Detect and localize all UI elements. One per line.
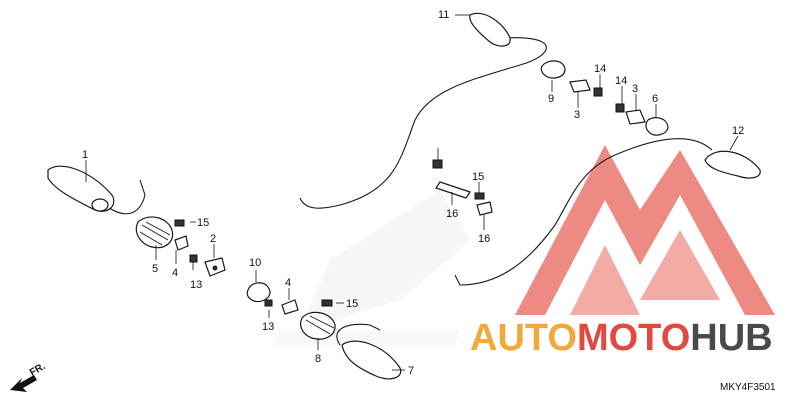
turn-signal-front-right xyxy=(341,340,402,380)
leader-lines xyxy=(85,14,739,371)
callout-15-top: 15 xyxy=(472,171,484,183)
wire-harness-1 xyxy=(104,179,146,215)
rubber-mount-8 xyxy=(300,311,336,340)
diagram-code: MKY4F3501 xyxy=(720,382,776,393)
callout-14-a: 14 xyxy=(594,63,606,75)
watermark-word-2: MOTO xyxy=(577,317,690,359)
bolt-14-a xyxy=(593,87,603,97)
callout-15-left: 15 xyxy=(197,217,209,229)
bracket-16-b xyxy=(476,201,493,216)
clip-3-a xyxy=(569,79,591,93)
callout-3-b: 3 xyxy=(632,83,638,95)
callout-4-right: 4 xyxy=(285,277,291,289)
bracket-16-a xyxy=(435,181,471,199)
screw-15-right xyxy=(321,299,333,307)
callout-13-right: 13 xyxy=(262,321,274,333)
bolt-14-b xyxy=(615,103,625,113)
callout-3-a: 3 xyxy=(574,109,580,121)
callout-14-b: 14 xyxy=(615,75,627,87)
rubber-grommet-9 xyxy=(540,60,566,79)
watermark-wordmark: AUTOMOTOHUB xyxy=(470,317,773,359)
rubber-10 xyxy=(246,282,271,303)
callout-15-right: 15 xyxy=(346,298,358,310)
watermark-triangle-logo xyxy=(515,145,775,315)
clip-4-left xyxy=(174,235,189,251)
callout-13-left: 13 xyxy=(190,279,202,291)
clip-4-right xyxy=(281,299,299,315)
bolt-top-a xyxy=(432,159,443,169)
screw-15-left xyxy=(174,219,185,227)
callout-10: 10 xyxy=(249,257,261,269)
wire-harness-12 xyxy=(454,138,713,286)
turn-signal-rear-12 xyxy=(704,150,761,179)
direction-label: FR. xyxy=(28,361,48,379)
callout-7: 7 xyxy=(408,365,414,377)
watermark-word-3: HUB xyxy=(690,317,772,359)
rubber-6 xyxy=(645,117,669,136)
cover-2 xyxy=(204,257,226,277)
callout-6: 6 xyxy=(652,93,658,105)
callout-11: 11 xyxy=(438,9,449,21)
callout-1: 1 xyxy=(82,149,88,161)
wire-harness-7 xyxy=(336,323,381,346)
bolt-13-left xyxy=(189,254,198,270)
wire-harness-11 xyxy=(299,37,547,209)
rubber-mount-5 xyxy=(135,216,174,249)
callout-5: 5 xyxy=(152,263,158,275)
bolt-13-right xyxy=(264,299,273,307)
callout-8: 8 xyxy=(315,353,321,365)
callout-9: 9 xyxy=(548,93,554,105)
callout-16-a: 16 xyxy=(446,208,458,220)
callout-12: 12 xyxy=(732,125,744,137)
bolt-15-right xyxy=(474,192,485,200)
watermark-auto: AUTOMOTOHUB xyxy=(470,317,773,359)
turn-signal-rear-11 xyxy=(469,12,511,47)
callout-16-b: 16 xyxy=(478,233,490,245)
watermark-word-1: AUTO xyxy=(470,317,577,359)
callout-2: 2 xyxy=(210,233,216,245)
callout-labels: 1 2 3 3 4 4 5 6 7 8 9 10 11 12 13 13 14 … xyxy=(82,9,744,377)
clip-3-b xyxy=(625,109,646,125)
front-direction-arrow: FR. xyxy=(10,361,48,392)
turn-signal-front-left xyxy=(47,165,115,212)
callout-4-left: 4 xyxy=(172,267,178,279)
